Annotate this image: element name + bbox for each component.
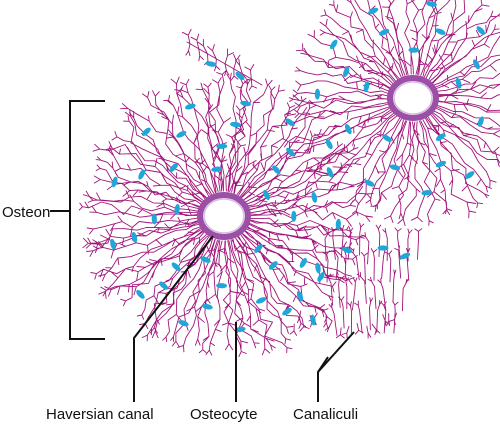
osteocyte-cell <box>234 326 246 333</box>
osteon-label: Osteon <box>2 204 50 221</box>
osteocyte-group <box>110 1 486 333</box>
osteocyte-cell <box>368 7 379 15</box>
osteocyte-cell <box>317 272 325 282</box>
osteocyte-cell <box>255 297 267 304</box>
osteocyte-cell <box>389 164 401 171</box>
osteocyte-cell <box>377 245 389 251</box>
osteocyte-cell <box>211 166 223 172</box>
osteocyte-cell <box>435 160 447 168</box>
canaliculi-lines <box>78 0 500 357</box>
osteocyte-cell <box>230 121 241 128</box>
osteocyte-cell <box>363 81 370 93</box>
osteocyte-cell <box>131 232 138 243</box>
osteocyte-cell <box>326 167 334 178</box>
osteocyte-cell <box>205 61 217 67</box>
osteocyte-cell <box>315 262 321 274</box>
osteocyte-cell <box>329 39 338 50</box>
osteocyte-cell <box>176 130 187 138</box>
osteocyte-label: Osteocyte <box>190 406 258 423</box>
osteocyte-cell <box>291 210 297 222</box>
osteocyte-cell <box>169 163 179 172</box>
osteocyte-cell <box>435 133 446 141</box>
osteon-bracket <box>50 100 105 340</box>
osteocyte-cell <box>364 179 375 187</box>
osteocyte-cell <box>171 262 181 271</box>
osteocyte-cell <box>310 314 316 326</box>
osteocyte-cell <box>272 165 281 175</box>
osteocyte-cell <box>216 283 228 289</box>
osteocyte-cell <box>174 203 180 215</box>
osteocyte-cell <box>343 66 350 78</box>
haversian-canal-upper <box>387 75 439 121</box>
haversian-canal-pointer <box>133 235 214 402</box>
osteocyte-cell <box>311 191 318 203</box>
osteocyte-cell <box>159 281 169 290</box>
osteocyte-cell <box>299 257 307 268</box>
osteocyte-cell <box>472 59 480 70</box>
osteocyte-cell <box>184 103 196 110</box>
leader-lines <box>133 235 355 402</box>
osteocyte-cell <box>399 252 411 260</box>
canaliculi-label: Canaliculi <box>293 406 358 423</box>
osteocyte-cell <box>240 100 252 107</box>
osteocyte-cell <box>111 176 118 188</box>
osteocyte-cell <box>296 290 304 302</box>
osteocyte-cell <box>286 147 295 157</box>
osteocyte-cell <box>314 88 321 100</box>
osteocyte-cell <box>138 169 146 180</box>
haversian-canal-main <box>197 192 251 240</box>
osteocyte-cell <box>335 218 341 230</box>
osteocyte-cell <box>421 190 433 196</box>
osteocyte-cell <box>426 1 437 7</box>
osteocyte-cell <box>465 171 475 179</box>
osteocyte-cell <box>477 116 484 127</box>
osteocyte-cell <box>455 77 462 89</box>
osteocyte-cell <box>341 246 353 254</box>
osteocyte-cell <box>285 118 295 127</box>
osteocyte-cell <box>476 26 486 35</box>
osteocyte-cell <box>382 134 392 142</box>
osteocyte-cell <box>201 303 213 310</box>
osteocyte-cell <box>141 127 151 136</box>
osteocyte-cell <box>110 238 116 250</box>
osteocyte-cell <box>178 320 189 327</box>
osteocyte-cell <box>408 47 420 53</box>
osteocyte-cell <box>235 71 245 81</box>
osteocyte-cell <box>263 189 270 201</box>
haversian-canal-label: Haversian canal <box>46 406 154 423</box>
canaliculi-pointer-2 <box>317 331 355 373</box>
osteocyte-cell <box>268 261 278 270</box>
osteocyte-cell <box>344 124 352 135</box>
osteocyte-cell <box>325 139 333 150</box>
canaliculi-network <box>78 0 500 357</box>
osteocyte-cell <box>379 29 390 36</box>
osteocyte-cell <box>136 290 145 299</box>
osteocyte-cell <box>200 256 211 263</box>
osteocyte-cell <box>216 143 228 149</box>
osteocyte-cell <box>435 28 446 35</box>
osteocyte-cell <box>254 244 263 253</box>
osteocyte-cell <box>151 213 157 225</box>
osteocyte-cell <box>282 307 292 316</box>
